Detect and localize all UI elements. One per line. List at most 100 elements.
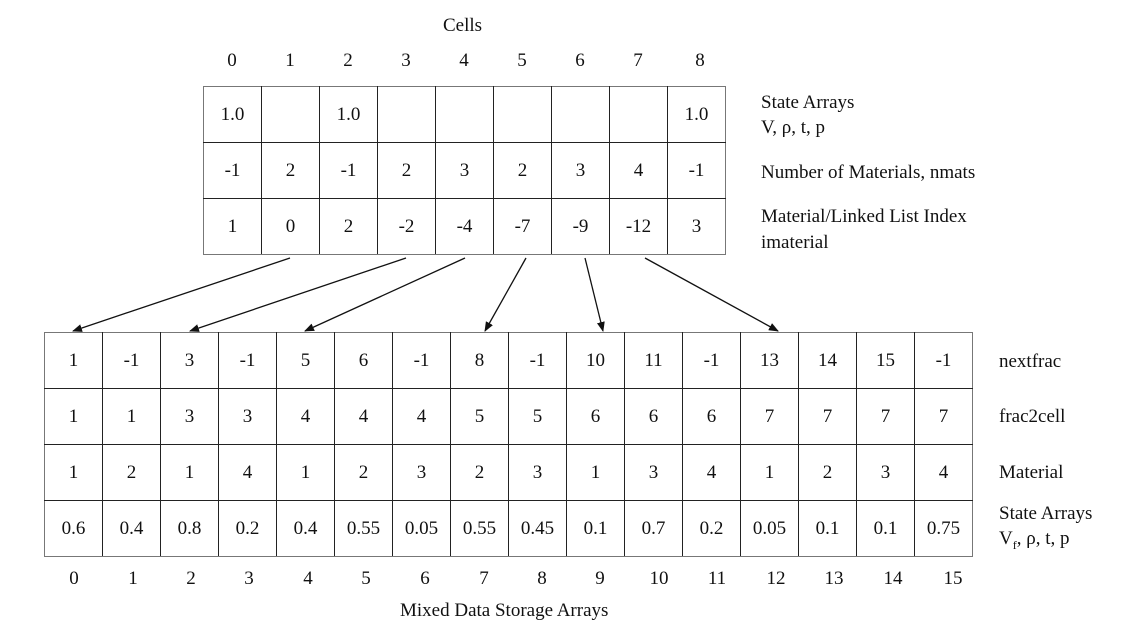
frac-index: 7 (479, 568, 489, 589)
table-cell: -1 (218, 332, 277, 389)
arrow (304, 257, 466, 332)
table-cell: 3 (218, 388, 277, 445)
table-cell (551, 86, 610, 143)
table-cell: 2 (493, 142, 552, 199)
state-array-row: 1.0 1.0 1.0 (203, 86, 726, 143)
cell-index: 2 (343, 50, 353, 71)
table-cell: 2 (377, 142, 436, 199)
table-cell: 2 (334, 444, 393, 501)
table-cell: 1.0 (319, 86, 378, 143)
table-cell: 0.1 (566, 500, 625, 557)
table-cell: 1 (276, 444, 335, 501)
table-cell: 10 (566, 332, 625, 389)
frac2cell-label: frac2cell (999, 406, 1066, 427)
frac-index: 2 (186, 568, 196, 589)
mixed-data-table: 1 -1 3 -1 5 6 -1 8 -1 10 11 -1 13 14 15 … (44, 332, 973, 557)
table-cell: 5 (450, 388, 509, 445)
table-cell: 0 (261, 198, 320, 255)
table-cell: 8 (450, 332, 509, 389)
table-cell: 6 (566, 388, 625, 445)
arrow (72, 257, 291, 332)
table-cell: -4 (435, 198, 494, 255)
frac-index: 4 (303, 568, 313, 589)
arrow (484, 257, 527, 332)
cell-state-table: 1.0 1.0 1.0 -1 2 -1 2 3 2 3 4 -1 1 0 2 -… (203, 86, 726, 255)
mixed-storage-title: Mixed Data Storage Arrays (400, 600, 609, 621)
frac-index: 15 (943, 568, 963, 589)
state-vars-rest: , ρ, t, p (1016, 528, 1070, 549)
table-cell: 7 (798, 388, 857, 445)
frac-index: 9 (595, 568, 605, 589)
table-cell: 1 (740, 444, 799, 501)
table-cell: 5 (508, 388, 567, 445)
table-cell: -1 (667, 142, 726, 199)
table-cell: -12 (609, 198, 668, 255)
frac-index: 10 (649, 568, 669, 589)
table-cell: 14 (798, 332, 857, 389)
arrow (584, 257, 605, 332)
imaterial-row: 1 0 2 -2 -4 -7 -9 -12 3 (203, 198, 726, 255)
table-cell: -2 (377, 198, 436, 255)
material-row: 1 2 1 4 1 2 3 2 3 1 3 4 1 2 3 4 (44, 444, 973, 501)
frac-index: 13 (824, 568, 844, 589)
volume-fraction-row: 0.6 0.4 0.8 0.2 0.4 0.55 0.05 0.55 0.45 … (44, 500, 973, 557)
table-cell: 1 (44, 444, 103, 501)
table-cell: 0.2 (682, 500, 741, 557)
table-cell: 1 (160, 444, 219, 501)
cell-index: 3 (401, 50, 411, 71)
table-cell: 4 (334, 388, 393, 445)
table-cell: -9 (551, 198, 610, 255)
table-cell: 4 (682, 444, 741, 501)
table-cell: 1 (102, 388, 161, 445)
table-cell: 4 (218, 444, 277, 501)
frac-index: 6 (420, 568, 430, 589)
frac-index: 0 (69, 568, 79, 589)
table-cell: -1 (914, 332, 973, 389)
frac-index: 3 (244, 568, 254, 589)
table-cell: -1 (392, 332, 451, 389)
material-label: Material (999, 462, 1064, 483)
arrow (189, 257, 407, 332)
cell-index: 6 (575, 50, 585, 71)
nextfrac-row: 1 -1 3 -1 5 6 -1 8 -1 10 11 -1 13 14 15 … (44, 332, 973, 389)
table-cell: 0.05 (392, 500, 451, 557)
table-cell: 4 (276, 388, 335, 445)
frac2cell-row: 1 1 3 3 4 4 4 5 5 6 6 6 7 7 7 7 (44, 388, 973, 445)
table-cell: 11 (624, 332, 683, 389)
imaterial-label: Material/Linked List Index (761, 206, 967, 227)
table-cell: 0.4 (276, 500, 335, 557)
frac-index: 5 (361, 568, 371, 589)
mixed-state-vars-label: Vf, ρ, t, p (999, 528, 1070, 556)
table-cell: 6 (682, 388, 741, 445)
vf-symbol: V (999, 528, 1013, 549)
table-cell: 3 (667, 198, 726, 255)
table-cell: 13 (740, 332, 799, 389)
table-cell: -1 (102, 332, 161, 389)
table-cell: 4 (392, 388, 451, 445)
nmats-label: Number of Materials, nmats (761, 162, 976, 183)
table-cell: -1 (508, 332, 567, 389)
table-cell: 1 (44, 332, 103, 389)
table-cell: 0.8 (160, 500, 219, 557)
table-cell: 0.1 (856, 500, 915, 557)
frac-index: 11 (707, 568, 727, 589)
table-cell: 0.45 (508, 500, 567, 557)
table-cell: 5 (276, 332, 335, 389)
table-cell: 6 (334, 332, 393, 389)
cell-index: 4 (459, 50, 469, 71)
table-cell: 1 (566, 444, 625, 501)
table-cell: 3 (508, 444, 567, 501)
table-cell: -1 (682, 332, 741, 389)
table-cell: 7 (856, 388, 915, 445)
cell-index: 0 (227, 50, 237, 71)
frac-index: 8 (537, 568, 547, 589)
cell-index: 5 (517, 50, 527, 71)
table-cell: 3 (160, 388, 219, 445)
nextfrac-label: nextfrac (999, 351, 1062, 372)
table-cell: 2 (261, 142, 320, 199)
table-cell: 7 (740, 388, 799, 445)
table-cell: 2 (798, 444, 857, 501)
table-cell: 1.0 (667, 86, 726, 143)
table-cell: 1 (203, 198, 262, 255)
